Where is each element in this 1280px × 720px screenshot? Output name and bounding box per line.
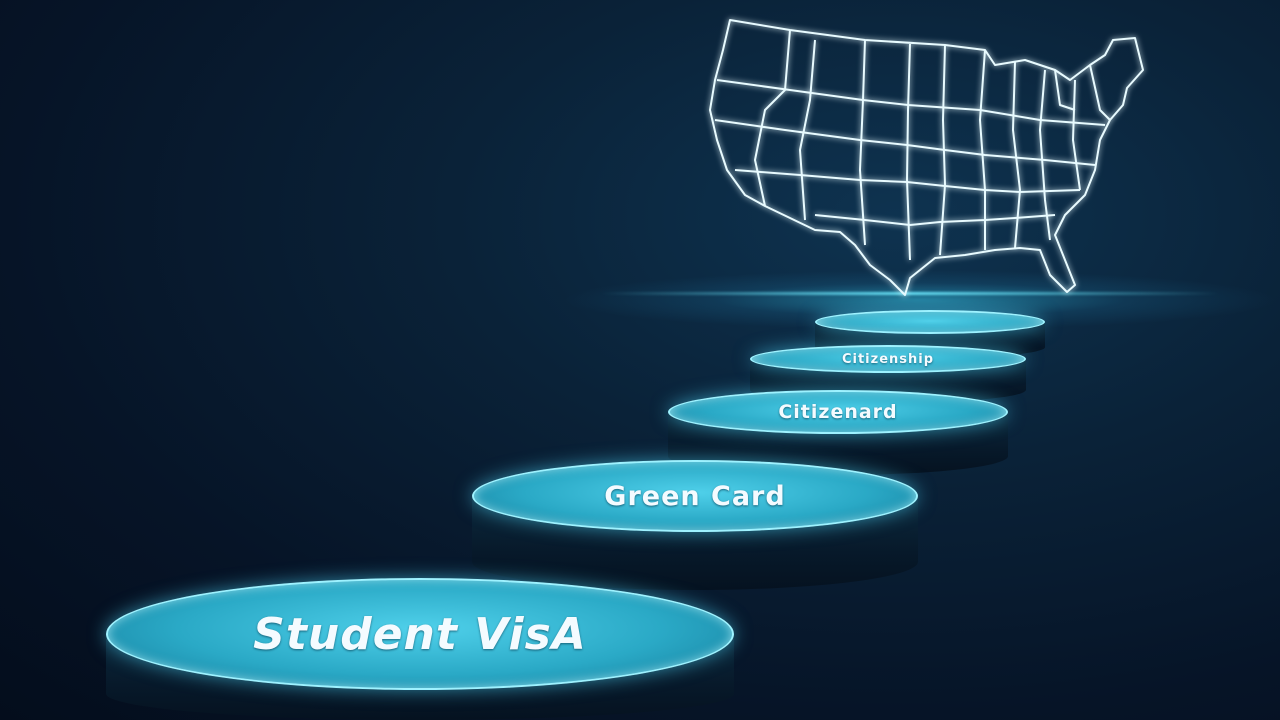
step-label-citizenship: Citizenship <box>841 351 935 367</box>
puck-top: Student VisA <box>106 578 734 690</box>
usa-map-illustration <box>695 10 1155 300</box>
step-puck-1: Student VisA <box>106 578 734 720</box>
step-puck-2: Green Card <box>472 460 918 590</box>
step-label-green-card: Green Card <box>604 480 786 512</box>
puck-top: Citizenard <box>668 390 1008 434</box>
puck-top <box>815 310 1045 334</box>
step-puck-3: Citizenard <box>668 390 1008 475</box>
step-label-student-visa: Student VisA <box>253 608 587 660</box>
puck-top: Citizenship <box>750 345 1026 373</box>
horizon-line <box>600 292 1220 295</box>
step-label-citizenard: Citizenard <box>778 401 898 423</box>
usa-map-icon <box>709 19 1144 296</box>
puck-top: Green Card <box>472 460 918 532</box>
